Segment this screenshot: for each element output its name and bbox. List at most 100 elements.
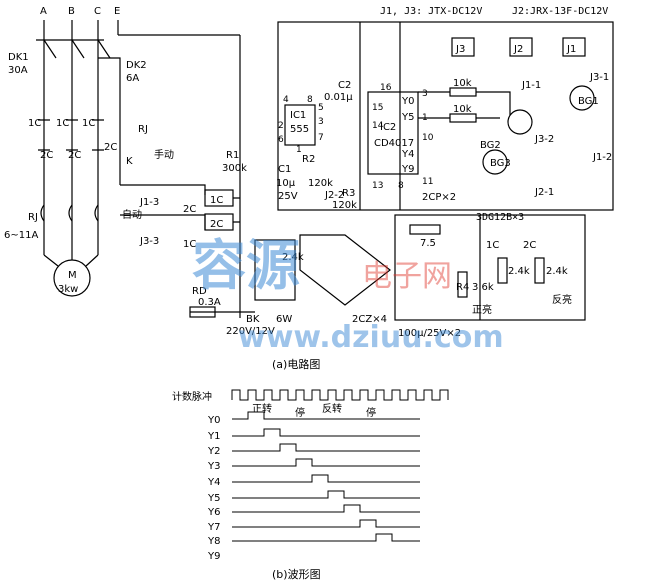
stop-label-b: 停 xyxy=(366,406,376,419)
j2-1-label: J2-1 xyxy=(534,187,554,198)
reverse-led: 反亮 xyxy=(552,293,572,306)
bk-label: BK xyxy=(246,314,260,325)
caption-a: (a)电路图 xyxy=(272,358,320,371)
r1-value: 300k xyxy=(222,163,247,174)
bg1-label: BG1 xyxy=(578,96,599,107)
watermark-url: www.dziuu.com xyxy=(238,320,504,355)
pin-number: 8 xyxy=(307,95,313,105)
pin-number: 2 xyxy=(278,121,284,131)
motor-label: M xyxy=(68,270,77,281)
pin-number: 1 xyxy=(296,145,302,155)
bg3-label: BG3 xyxy=(490,158,511,169)
pin-number: 6 xyxy=(278,135,284,145)
reverse-label: 反转 xyxy=(322,402,342,415)
rj-contact-label: RJ xyxy=(138,124,148,135)
phase-e-label: E xyxy=(114,6,120,17)
c2-label: C2 xyxy=(338,80,351,91)
rj-label: RJ xyxy=(28,212,38,223)
pin-y9: Y9 xyxy=(401,164,414,175)
diodes-2cp: 2CP×2 xyxy=(422,192,456,203)
dk1-label: DK1 xyxy=(8,52,29,63)
relay-j2-spec: J2:JRX-13F-DC12V xyxy=(512,6,608,17)
contact-2c-c: 2C xyxy=(104,142,117,153)
contact-1c-ctrl: 1C xyxy=(183,239,196,250)
pin-y4: Y4 xyxy=(401,149,414,160)
contact-2c-a: 2C xyxy=(40,150,53,161)
output-y8: Y8 xyxy=(207,536,220,547)
dk2-label: DK2 xyxy=(126,60,147,71)
dk2-rating: 6A xyxy=(126,73,139,84)
r4-value: 3.6k xyxy=(472,282,494,293)
forward-label: 正转 xyxy=(252,402,272,415)
pin-number: 7 xyxy=(318,133,324,143)
dk1-rating: 30A xyxy=(8,65,28,76)
motor-power: 3kw xyxy=(58,284,78,295)
pin-number: 5 xyxy=(318,103,324,113)
r1-label: R1 xyxy=(226,150,239,161)
r-2-4k-b: 2.4k xyxy=(546,266,568,277)
stop-label-a: 停 xyxy=(295,406,305,419)
pin-number: 4 xyxy=(283,95,289,105)
caption-b: (b)波形图 xyxy=(272,568,321,581)
phase-a-label: A xyxy=(40,6,47,17)
r-7-5: 7.5 xyxy=(420,238,436,249)
j3-3-label: J3-3 xyxy=(139,236,159,247)
rd-label: RD xyxy=(192,286,207,297)
relay-j2: J2 xyxy=(513,44,523,55)
j3-2-label: J3-2 xyxy=(534,134,554,145)
c1-voltage: 25V xyxy=(278,191,298,202)
j3-1-label: J3-1 xyxy=(589,72,609,83)
phase-c-label: C xyxy=(94,6,101,17)
waveform-traces xyxy=(231,389,449,542)
r-10k-a: 10k xyxy=(453,78,472,89)
bk-power: 6W xyxy=(276,314,292,325)
j1-2-label: J1-2 xyxy=(592,152,612,163)
bg2-label: BG2 xyxy=(480,140,501,151)
phase-b-label: B xyxy=(68,6,75,17)
led-r-2-4k: 2.4k xyxy=(282,252,304,263)
output-y7: Y7 xyxy=(207,522,220,533)
watermark: 容源 电子网 www.dziuu.com xyxy=(192,234,504,355)
circuit-labels: A B C E DK1 30A DK2 6A 1C 1C 1C 2C 2C 2C… xyxy=(4,6,612,371)
manual-label: 手动 xyxy=(154,148,174,161)
output-y4: Y4 xyxy=(207,477,220,488)
watermark-cn-blue: 容源 xyxy=(192,234,300,297)
transistor-spec: 3DG12B×3 xyxy=(476,212,524,223)
output-y2: Y2 xyxy=(207,446,220,457)
contact-2c-ctrl: 2C xyxy=(183,204,196,215)
pin-number: 13 xyxy=(372,181,383,191)
pin-number: 8 xyxy=(398,181,404,191)
forward-led: 正亮 xyxy=(472,303,492,316)
output-y0: Y0 xyxy=(207,415,220,426)
rj-range: 6~11A xyxy=(4,230,38,241)
pin-numbers: 8 4 2 6 1 5 3 7 16 15 14 13 3 1 10 11 8 xyxy=(278,83,434,191)
caps-spec: 100μ/25V×2 xyxy=(398,328,461,339)
r3-label: R3 xyxy=(342,188,355,199)
r-2-4k-a: 2.4k xyxy=(508,266,530,277)
contact-1c-a: 1C xyxy=(28,118,41,129)
output-y9: Y9 xyxy=(207,551,220,562)
relay-j3: J3 xyxy=(455,44,465,55)
coil-2c: 2C xyxy=(210,219,223,230)
led-2c: 2C xyxy=(523,240,536,251)
r3-value: 120k xyxy=(332,200,357,211)
waveform-labels: 计数脉冲 正转 停 反转 停 Y0 Y1 Y2 Y3 Y4 Y5 Y6 Y7 Y… xyxy=(172,390,376,581)
output-y6: Y6 xyxy=(207,507,220,518)
j1-1-label: J1-1 xyxy=(521,80,541,91)
r2-value: 120k xyxy=(308,178,333,189)
pin-y5: Y5 xyxy=(401,112,414,123)
r4-label: R4 xyxy=(456,282,469,293)
pin-number: 15 xyxy=(372,103,383,113)
output-y3: Y3 xyxy=(207,461,220,472)
ic1-label: IC1 xyxy=(290,110,306,121)
pin-y0: Y0 xyxy=(401,96,414,107)
c1-label: C1 xyxy=(278,164,291,175)
pin-number: 14 xyxy=(372,121,384,131)
ic2-label: IC2 xyxy=(380,122,396,133)
contact-1c-b: 1C xyxy=(56,118,69,129)
output-y5: Y5 xyxy=(207,493,220,504)
pin-number: 3 xyxy=(318,117,324,127)
bridge-label: 2CZ×4 xyxy=(352,314,387,325)
coil-1c: 1C xyxy=(210,195,223,206)
